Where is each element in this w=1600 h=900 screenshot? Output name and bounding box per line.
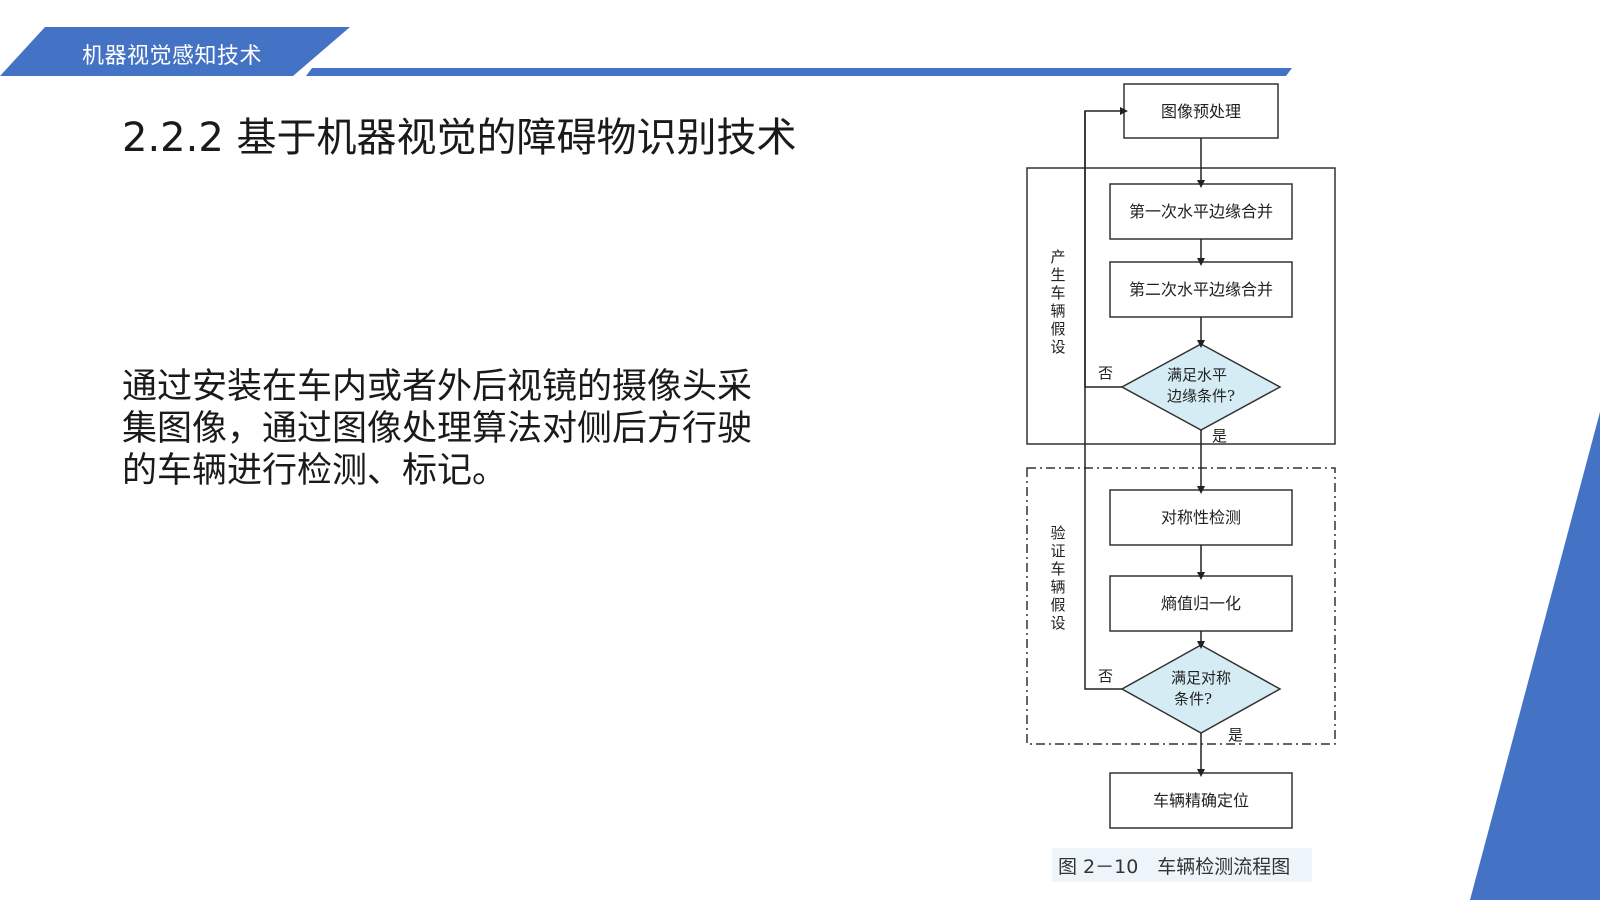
- symmetry-label: 对称性检测: [1161, 508, 1241, 527]
- body-text: 通过安装在车内或者外后视镜的摄像头采 集图像，通过图像处理算法对侧后方行驶 的车…: [122, 366, 862, 492]
- flow-connectors: [1084, 107, 1205, 777]
- group-label-char: 车: [1050, 560, 1065, 578]
- group-label-char: 验: [1050, 524, 1065, 542]
- group-label-char: 产: [1050, 248, 1065, 266]
- condition2-label-line2: 条件?: [1174, 690, 1212, 708]
- header-title-band: [0, 27, 350, 76]
- yes-label: 是: [1228, 726, 1243, 744]
- yes-label: 是: [1212, 427, 1227, 445]
- no-label: 否: [1098, 667, 1113, 685]
- group-label-char: 设: [1050, 614, 1065, 632]
- group-label-char: 设: [1050, 338, 1065, 356]
- generate-hypothesis-group: [1026, 167, 1336, 445]
- preprocess-label: 图像预处理: [1161, 102, 1241, 121]
- merge2-label: 第二次水平边缘合并: [1129, 280, 1273, 299]
- generate-group-label: 产 生 车 辆 假 设: [1050, 248, 1065, 356]
- group-label-char: 辆: [1050, 578, 1065, 596]
- condition1-label-line1: 满足水平: [1167, 366, 1227, 384]
- group-label-char: 生: [1050, 266, 1065, 284]
- group-label-char: 辆: [1050, 302, 1065, 320]
- header-title: 机器视觉感知技术: [82, 44, 263, 69]
- group-label-char: 假: [1050, 320, 1065, 338]
- verify-hypothesis-group: [1026, 467, 1336, 745]
- header-accent-line: [306, 68, 1292, 76]
- slide-title: 2.2.2 基于机器视觉的障碍物识别技术: [122, 115, 797, 161]
- no-label: 否: [1098, 364, 1113, 382]
- condition1-label-line2: 边缘条件?: [1167, 387, 1235, 405]
- entropy-label: 熵值归一化: [1161, 594, 1241, 613]
- group-label-char: 假: [1050, 596, 1065, 614]
- body-line: 集图像，通过图像处理算法对侧后方行驶: [122, 409, 753, 449]
- body-line: 的车辆进行检测、标记。: [122, 451, 508, 491]
- condition2-diamond: [1120, 644, 1282, 734]
- locate-label: 车辆精确定位: [1153, 791, 1249, 810]
- condition2-label-line1: 满足对称: [1171, 669, 1231, 687]
- right-decoration: [1470, 412, 1600, 900]
- body-line: 通过安装在车内或者外后视镜的摄像头采: [122, 367, 753, 407]
- group-label-char: 证: [1050, 542, 1065, 560]
- symmetry-box: [1109, 489, 1293, 546]
- right-decoration-shape: [1470, 412, 1600, 900]
- merge1-label: 第一次水平边缘合并: [1129, 202, 1273, 221]
- entropy-box: [1109, 575, 1293, 632]
- preprocess-box: [1123, 83, 1279, 139]
- figure-caption: 图 2－10 车辆检测流程图: [1058, 856, 1290, 878]
- vehicle-detection-flowchart: 图像预处理 第一次水平边缘合并 第二次水平边缘合并 满足水平 边缘条件? 对称性…: [1026, 83, 1336, 882]
- merge2-box: [1109, 261, 1293, 318]
- verify-group-label: 验 证 车 辆 假 设: [1050, 524, 1065, 632]
- caption-background: [1052, 848, 1312, 882]
- group-label-char: 车: [1050, 284, 1065, 302]
- header-banner: [0, 27, 1292, 76]
- locate-box: [1109, 772, 1293, 829]
